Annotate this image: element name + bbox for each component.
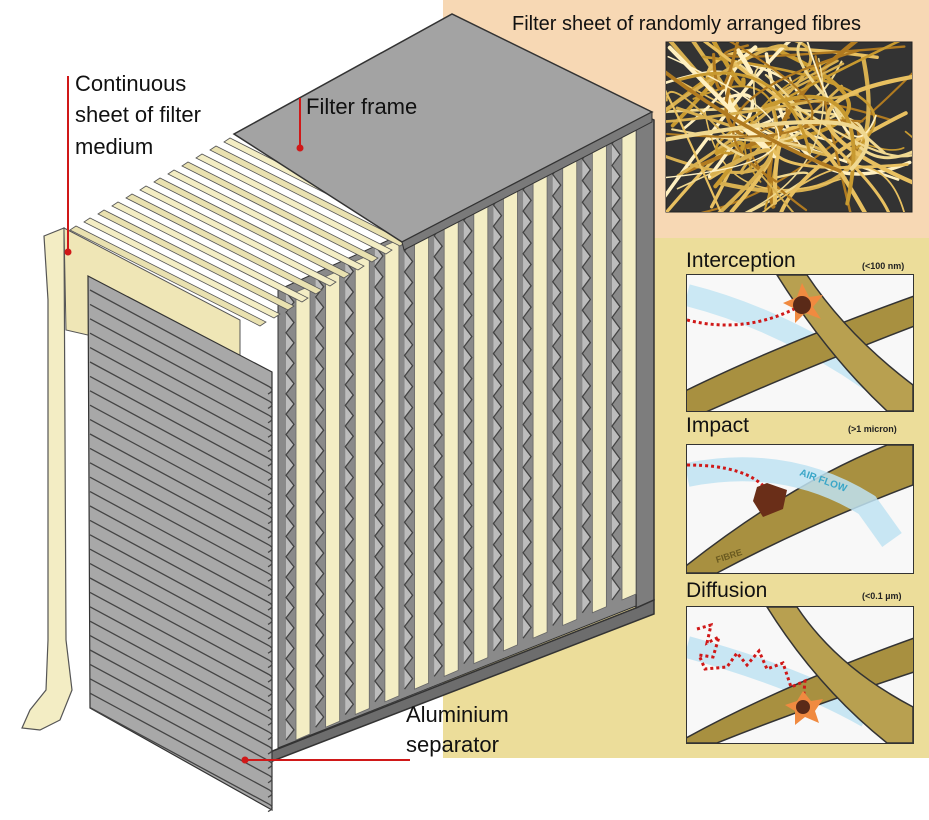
separator-ridge xyxy=(89,433,273,539)
separator-ridge xyxy=(89,692,273,798)
separator-ridge xyxy=(89,678,273,784)
pleat-column xyxy=(285,285,311,741)
fibre-sheet-title: Filter sheet of randomly arranged fibres xyxy=(512,13,862,35)
medium-fold xyxy=(167,169,365,271)
continuous-medium-label-line3: medium xyxy=(75,134,154,159)
separator-ridge xyxy=(89,519,273,625)
interception-title: Interception xyxy=(686,249,796,272)
diffusion-title: Diffusion xyxy=(686,579,768,602)
pleat-column xyxy=(581,130,607,614)
separator-ridge xyxy=(89,534,273,640)
pleat-column xyxy=(403,223,429,690)
separator-ridge xyxy=(89,462,273,568)
separator-ridge xyxy=(89,419,273,525)
pleat-column xyxy=(463,192,489,665)
interception-scene xyxy=(687,275,913,411)
separator-ridge xyxy=(89,289,273,395)
pleat-column xyxy=(551,146,578,627)
pleat-column xyxy=(492,177,518,652)
diffusion-scene xyxy=(687,607,913,743)
pleat-column xyxy=(374,239,400,703)
interception-box xyxy=(686,274,914,412)
impact-size: (>1 micron) xyxy=(848,424,897,434)
separator-ridge xyxy=(89,361,273,467)
separator-ridge xyxy=(89,591,273,697)
medium-fold xyxy=(111,201,309,303)
diffusion-box xyxy=(686,606,914,744)
pleat-column xyxy=(344,254,370,716)
frame-side-panel xyxy=(269,110,655,764)
leader-dots xyxy=(64,144,304,764)
medium-fold xyxy=(69,225,267,327)
separator-label-line2: separator xyxy=(406,732,499,757)
impact-box: AIR FLOW FIBRE xyxy=(686,444,914,574)
leader-lines xyxy=(67,76,410,761)
particle xyxy=(793,296,811,314)
separator-ridge xyxy=(89,303,273,409)
separator-ridge xyxy=(89,606,273,712)
particle xyxy=(796,700,810,714)
impact-title: Impact xyxy=(686,414,750,437)
separator-ridge xyxy=(89,375,273,481)
impact-scene: AIR FLOW FIBRE xyxy=(687,445,913,573)
medium-fold xyxy=(139,185,337,287)
medium-fold xyxy=(153,177,351,279)
medium-fold xyxy=(125,193,323,295)
continuous-medium-sheet xyxy=(21,227,73,731)
separator-ridge xyxy=(89,635,273,741)
filter-frame-label: Filter frame xyxy=(306,94,418,119)
pleat-column xyxy=(611,115,637,601)
separator-ridge xyxy=(89,390,273,496)
separator-ridge xyxy=(89,563,273,669)
separator-ridge xyxy=(89,649,273,755)
separator-ridge xyxy=(89,707,273,813)
continuous-medium-label-line1: Continuous xyxy=(75,71,187,96)
separator-ridge xyxy=(89,476,273,582)
separator-ridge xyxy=(89,447,273,553)
continuous-medium-label-line2: sheet of filter xyxy=(75,102,201,127)
separator-ridge xyxy=(89,577,273,683)
diffusion-size: (<0.1 µm) xyxy=(862,591,902,601)
medium-fold xyxy=(195,153,393,255)
separator-ridge xyxy=(89,548,273,654)
interception-size: (<100 nm) xyxy=(862,261,905,271)
separator-ridge xyxy=(89,318,273,424)
separator-ridge xyxy=(89,491,273,597)
separator-ridge xyxy=(89,332,273,438)
separator-ridge xyxy=(89,620,273,726)
medium-fold xyxy=(97,209,295,311)
medium-fold xyxy=(83,217,281,319)
aluminium-separator-sheet xyxy=(87,275,273,813)
medium-fold xyxy=(181,161,379,263)
pleat-columns xyxy=(285,115,637,741)
separator-ridge xyxy=(89,505,273,611)
separator-label-line1: Aluminium xyxy=(406,702,509,727)
medium-folds xyxy=(69,137,421,327)
separator-ridge xyxy=(89,347,273,453)
separator-ridge xyxy=(89,404,273,510)
